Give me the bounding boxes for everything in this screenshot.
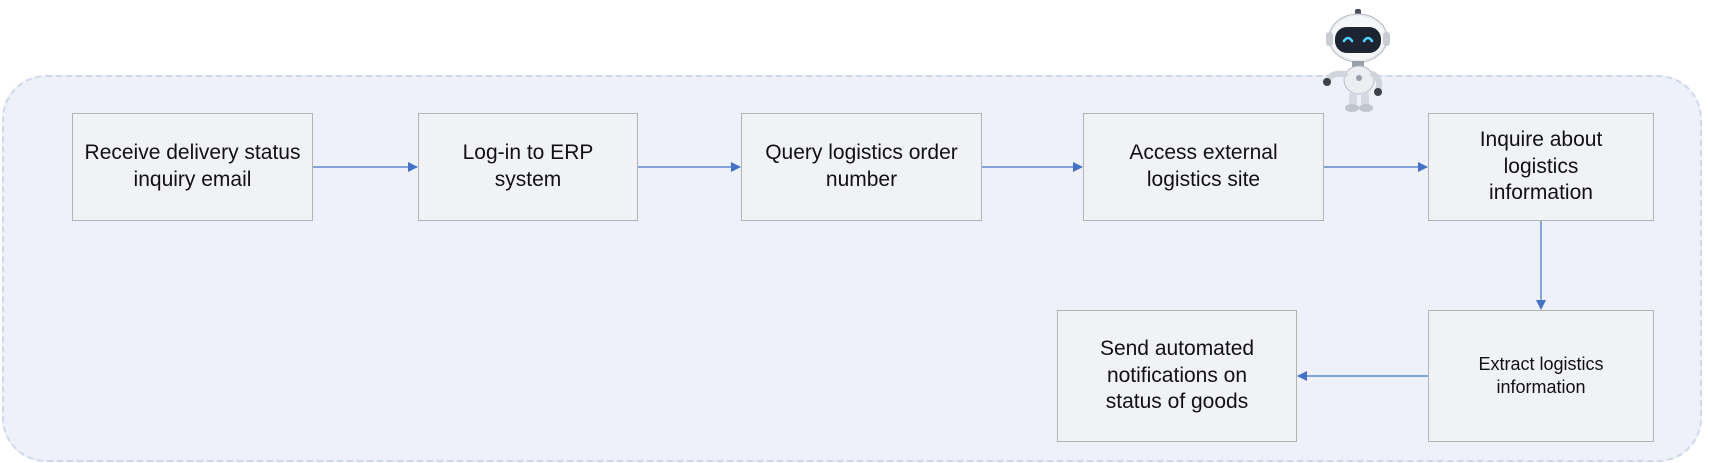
robot-icon (1323, 9, 1390, 112)
step-receive-email: Receive delivery status inquiry email (72, 113, 313, 221)
step-access-site: Access external logistics site (1083, 113, 1324, 221)
step-send-notifications: Send automated notifications on status o… (1057, 310, 1297, 442)
step-label: Log-in to ERP system (462, 141, 594, 191)
step-label: Send automated notifications on status o… (1099, 336, 1255, 414)
step-query-order: Query logistics order number (741, 113, 982, 221)
step-label: Receive delivery status inquiry email (84, 141, 301, 191)
step-label: Inquire about logistics information (1479, 127, 1603, 205)
step-label: Extract logistics information (1478, 353, 1604, 397)
step-label: Query logistics order number (765, 141, 958, 191)
step-label: Access external logistics site (1129, 141, 1278, 191)
step-inquire-info: Inquire about logistics information (1428, 113, 1654, 221)
step-extract-info: Extract logistics information (1428, 310, 1654, 442)
step-erp-login: Log-in to ERP system (418, 113, 638, 221)
